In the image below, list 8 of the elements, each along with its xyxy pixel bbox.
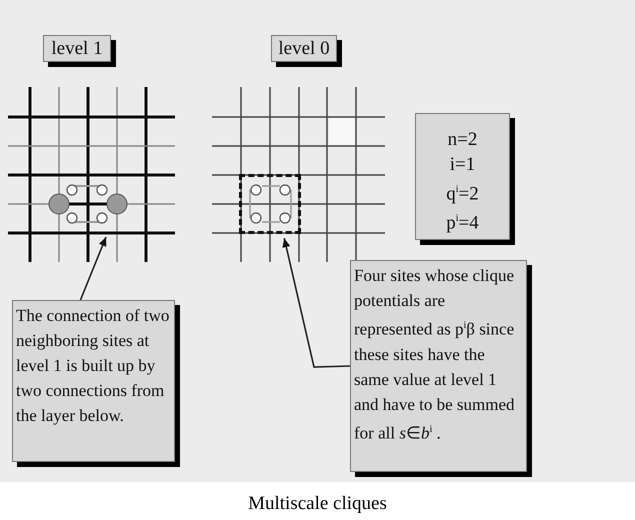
equation-text: n=2: [446, 128, 478, 152]
dashed-selection-box: [239, 174, 301, 234]
arrow: [80, 236, 107, 300]
equation-text: q$^{i}$=2: [445, 182, 480, 206]
equation-text: p$^{i}$=4: [445, 212, 480, 236]
caption: Multiscale cliques: [247, 493, 388, 515]
equation-text: i=1: [448, 153, 476, 177]
arrow: [282, 238, 350, 368]
